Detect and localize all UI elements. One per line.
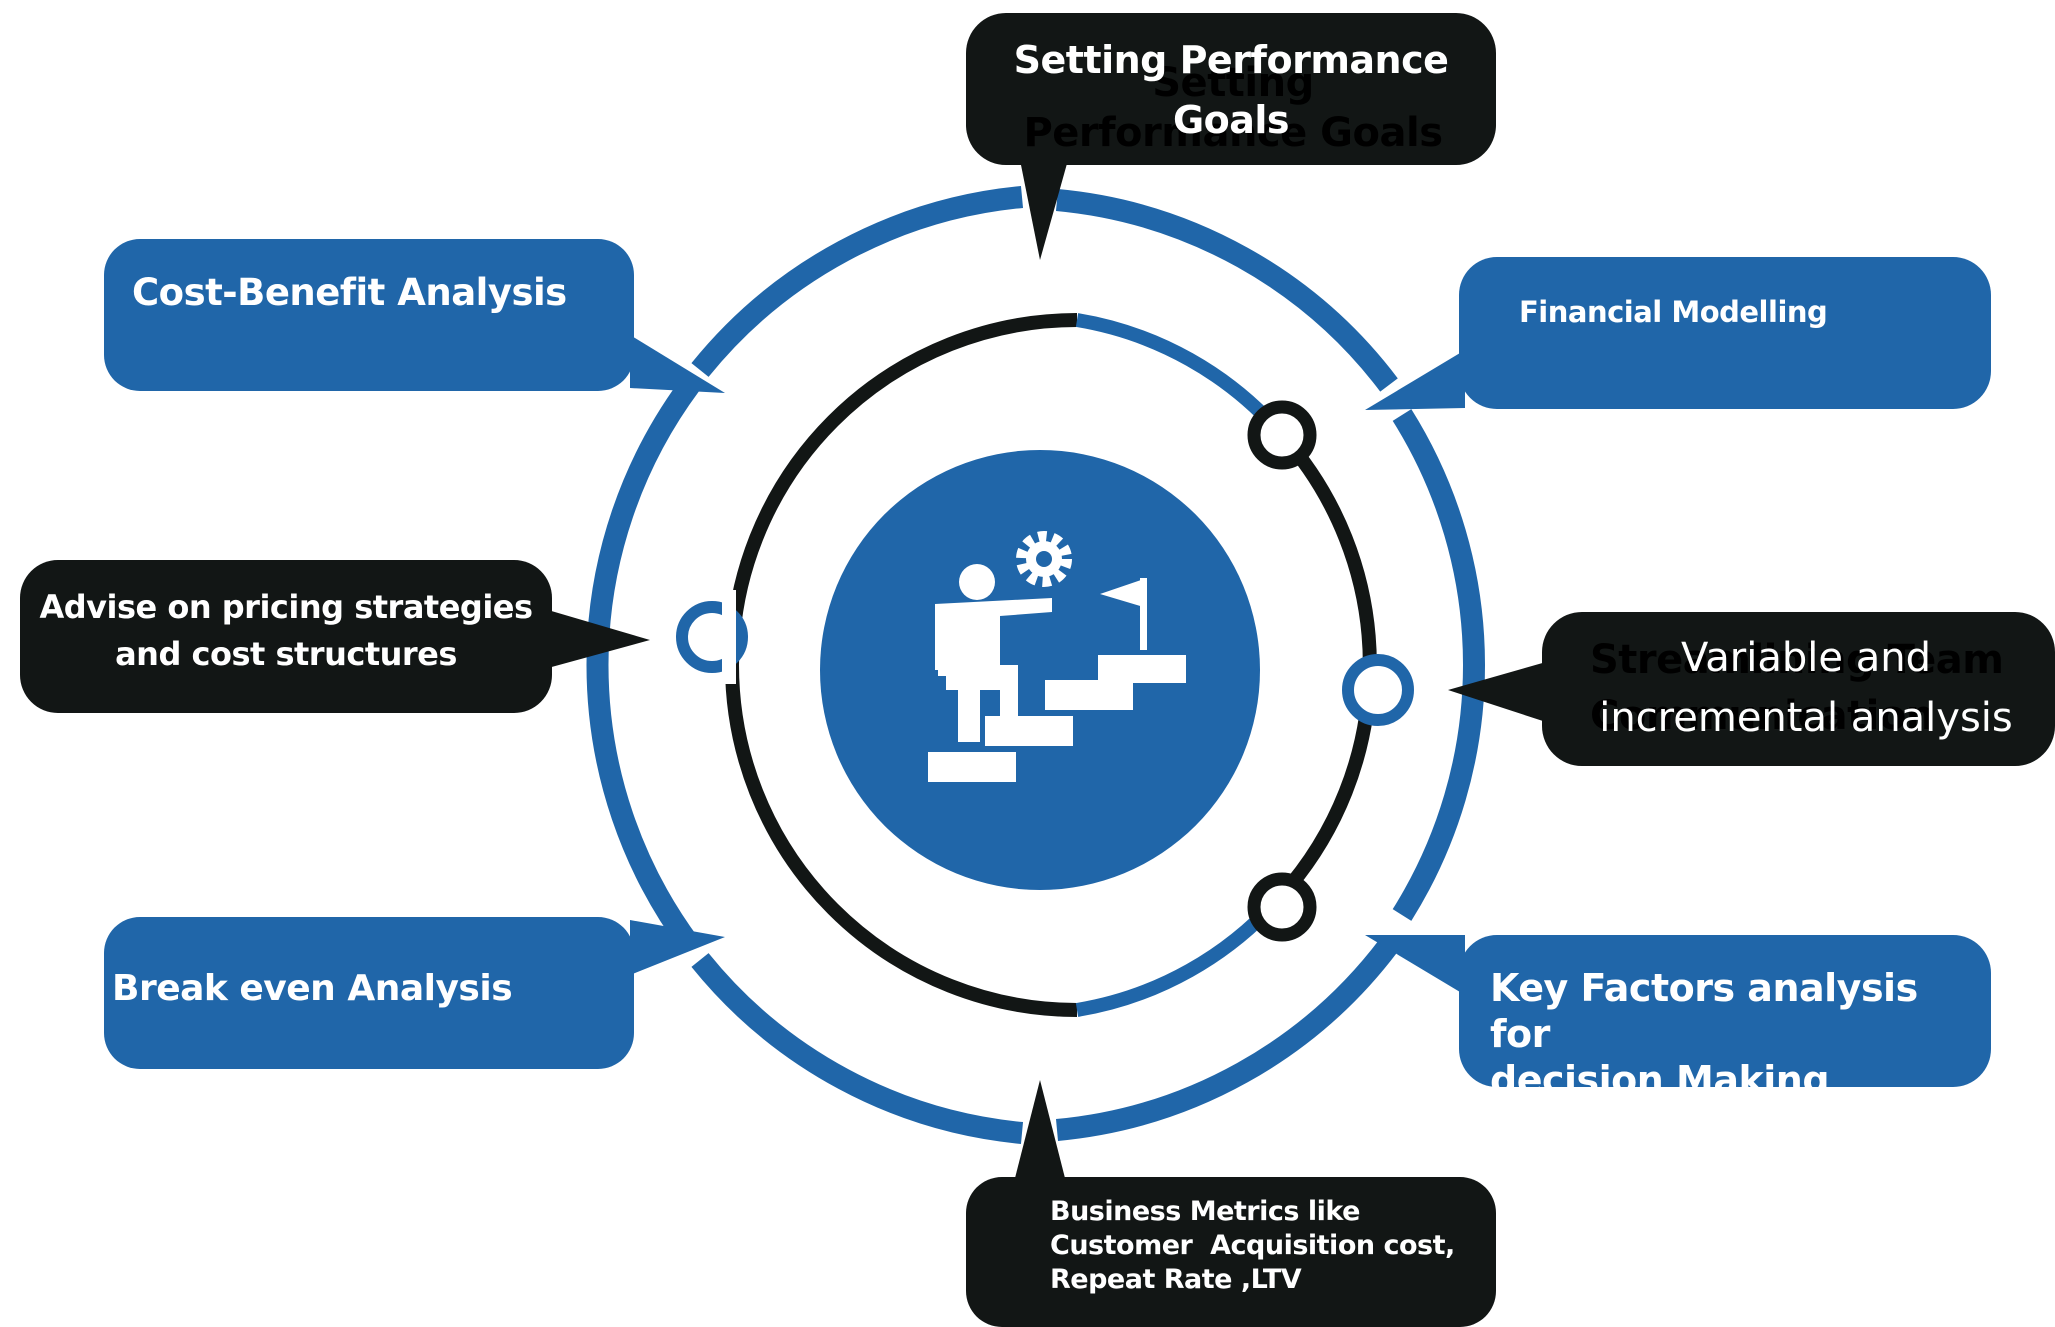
outer-ring-bottom-right-arc [1055,938,1398,1141]
callout-top-left-pointer [630,335,725,393]
callout-top-right-pointer [1365,350,1465,410]
callout-mid-left-box [20,560,552,713]
outer-ring-right-arc [1392,409,1486,921]
callout-bottom-right-box [1459,935,1991,1087]
mid-right-ghost-text: Streamlining Team Communication [1590,632,2050,752]
top-ghost-line-1: Setting [1152,60,1314,106]
callout-top-left-box [104,239,634,391]
callout-top-right [1365,257,1991,410]
callout-top-left [104,239,725,393]
top-callout-line-2: Goals [1172,98,1290,142]
node-top-right [1247,400,1317,470]
bottom-callout-line-1: Business Metrics like [1050,1196,1360,1227]
center-disc [820,450,1260,890]
callout-bottom-box [966,1177,1496,1327]
mid-left-callout-text: Advise on pricing strategies and cost st… [22,584,550,678]
bottom-callout-line-2: Customer Acquisition cost, [1050,1230,1455,1261]
callout-bottom-right-pointer [1365,935,1465,995]
callout-top-box [966,13,1496,165]
node-left-mask [722,590,736,684]
node-bottom-right [1247,872,1317,942]
outer-ring-top-right-arc [1055,189,1398,392]
mid-right-ghost-line-2: Communication [1590,693,1934,739]
bottom-right-callout-line-2: decision Making [1490,1058,1830,1102]
outer-ring-left-arc [586,378,699,952]
mid-right-callout-line-1: Variable and [1681,635,1931,681]
callout-bottom-right [1365,935,1991,1087]
top-callout-text: Setting Performance Goals [976,30,1486,150]
node-right [1342,654,1414,726]
callout-top-right-box [1459,257,1991,409]
callout-mid-right-pointer [1448,662,1546,722]
callout-mid-left-pointer [548,610,650,668]
mid-right-callout-text: Variable and incremental analysis [1560,628,2052,748]
callout-mid-right-box [1542,612,2055,766]
mid-right-callout-line-2: incremental analysis [1599,695,2013,741]
callout-bottom-left-box [104,917,634,1069]
callout-mid-left [20,560,650,713]
top-ghost-text: Setting Performance Goals [1018,58,1448,158]
bottom-right-callout-line-1: Key Factors analysis for [1490,966,1918,1056]
bottom-callout-line-3: Repeat Rate ,LTV [1050,1264,1302,1295]
person-climbing-stairs-to-flag-icon [928,564,1186,782]
top-left-callout-text: Cost-Benefit Analysis [132,271,567,314]
callout-bottom-pointer [1014,1080,1066,1182]
bottom-left-callout-text: Break even Analysis [112,968,513,1009]
inner-ring-blue-top-arc [1075,313,1288,440]
mid-right-ghost-line-1: Streamlining Team [1590,637,2004,683]
callout-bottom [966,1080,1496,1327]
outer-ring-bottom-left-arc [691,953,1024,1144]
top-ghost-line-2: Performance Goals [1023,110,1443,156]
gear-icon [1016,531,1072,587]
top-callout-line-1: Setting Performance [1013,38,1449,82]
mid-left-callout-line-1: Advise on pricing strategies [39,588,533,626]
callout-top [966,13,1496,260]
outer-ring [586,186,1486,1144]
mid-left-callout-line-2: and cost structures [115,635,457,673]
callout-mid-right [1448,612,2055,766]
callout-bottom-left [104,917,725,1069]
bottom-callout-text: Business Metrics like Customer Acquisiti… [1050,1195,1490,1297]
callout-top-pointer [1020,160,1068,260]
top-right-callout-text: Financial Modelling [1519,295,1828,329]
outer-ring-top-left-arc [691,186,1024,377]
callout-bottom-left-pointer [630,920,725,975]
bottom-right-callout-text: Key Factors analysis for decision Making [1490,965,1985,1103]
